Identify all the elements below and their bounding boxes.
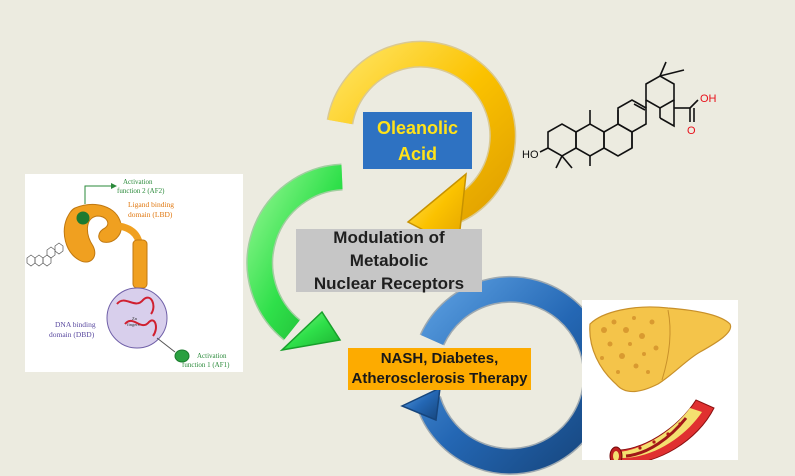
oh-label: OH	[700, 93, 717, 105]
af2-label-line1: Activation	[123, 178, 153, 186]
lbd-label-line1: Ligand binding	[128, 200, 174, 209]
oleanolic-acid-line2: Acid	[397, 143, 437, 164]
zn-label-line2: fingers	[127, 322, 140, 327]
lbd-label-line2: domain (LBD)	[128, 210, 173, 219]
nuclear-receptor-illustration: Activation function 2 (AF2) Ligand bindi…	[26, 178, 230, 369]
af1-label-line2: function 1 (AF1)	[182, 361, 230, 369]
therapy-box: NASH, Diabetes, Atherosclerosis Therapy	[348, 348, 531, 390]
modulation-box: Modulation of Metabolic Nuclear Receptor…	[296, 228, 482, 293]
o-label: O	[687, 125, 696, 137]
oleanolic-acid-line1: Oleanolic	[376, 117, 459, 138]
green-arrow	[246, 163, 344, 352]
dbd-label-line2: domain (DBD)	[49, 330, 95, 339]
af2-label-line2: function 2 (AF2)	[117, 187, 165, 195]
dbd-label-line1: DNA binding	[55, 320, 96, 329]
liver-artery-panel	[582, 300, 738, 466]
fatty-liver-image	[589, 306, 732, 393]
therapy-line1: NASH, Diabetes,	[380, 350, 499, 367]
oleanolic-acid-box: Oleanolic Acid	[363, 112, 472, 169]
modulation-line2: Nuclear Receptors	[313, 274, 465, 293]
therapy-line2: Atherosclerosis Therapy	[351, 370, 528, 387]
atherosclerotic-artery-image	[609, 399, 715, 466]
nuclear-receptor-panel: Activation function 2 (AF2) Ligand bindi…	[25, 174, 243, 372]
zn-label-line1: Zn	[132, 316, 138, 321]
liver-artery-illustration	[589, 306, 732, 466]
modulation-line1: Modulation of Metabolic	[333, 228, 445, 270]
ho-label: HO	[522, 149, 539, 161]
af1-label-line1: Activation	[197, 352, 227, 360]
